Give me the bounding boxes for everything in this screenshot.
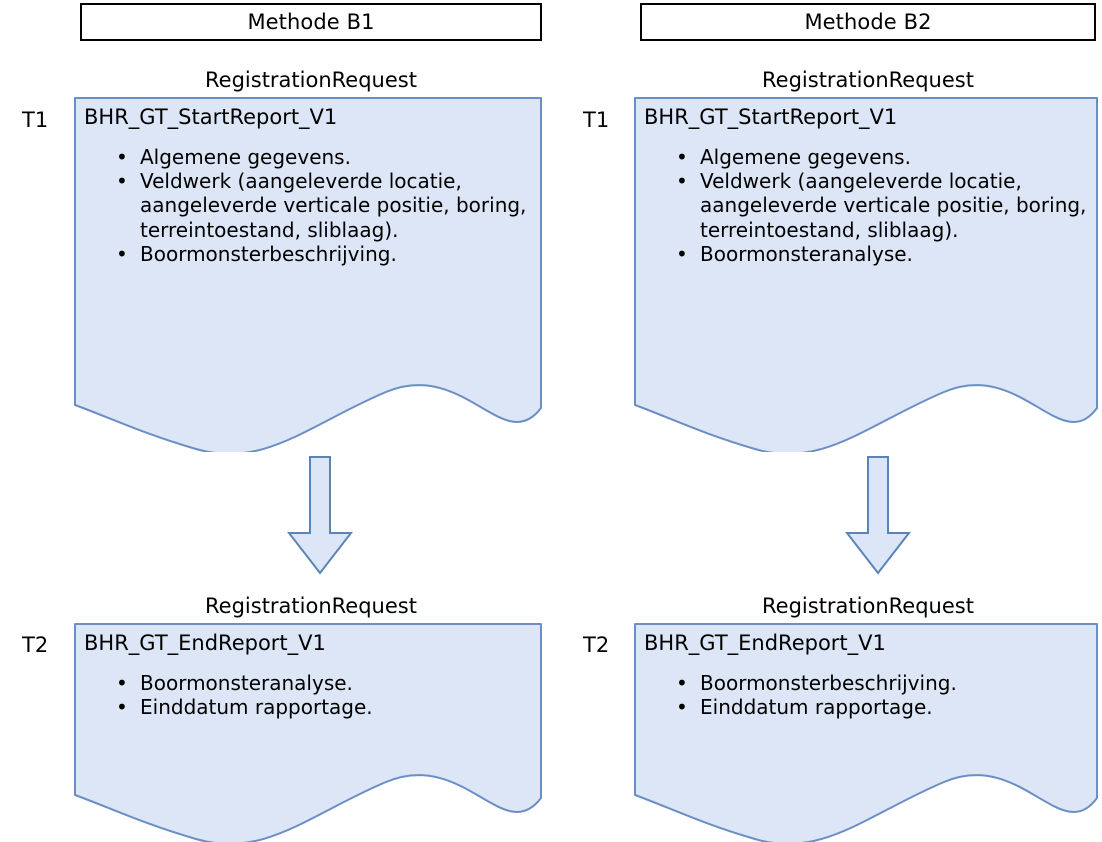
document-shape-b2-t2: BHR_GT_EndReport_V1 • Boormonsterbeschri…: [634, 623, 1098, 842]
time-label-b2-t1: T1: [583, 108, 610, 132]
document-title-b2-t1: BHR_GT_StartReport_V1: [644, 105, 898, 129]
list-item: • Einddatum rapportage.: [676, 695, 1090, 719]
list-item: • Boormonsterbeschrijving.: [116, 242, 534, 267]
list-item: • Boormonsteranalyse.: [116, 670, 534, 695]
list-item-label: Veldwerk (aangeleverde locatie, aangelev…: [140, 169, 527, 242]
list-item-label: Boormonsterbeschrijving.: [700, 670, 957, 695]
document-item-list-b2-t1: • Algemene gegevens. • Veldwerk (aangele…: [644, 145, 1090, 267]
list-item: • Einddatum rapportage.: [116, 695, 534, 719]
method-header-b1-label: Methode B1: [247, 9, 375, 34]
bullet-icon: •: [116, 242, 128, 267]
document-shape-b1-t2: BHR_GT_EndReport_V1 • Boormonsteranalyse…: [74, 623, 542, 842]
document-wave-outline-b1-t2: [74, 623, 542, 842]
document-caption-b1-t2: RegistrationRequest: [205, 594, 417, 618]
bullet-icon: •: [676, 695, 688, 719]
list-item: • Boormonsteranalyse.: [676, 242, 1090, 267]
document-title-b1-t2: BHR_GT_EndReport_V1: [84, 631, 326, 655]
document-shape-b1-t1: BHR_GT_StartReport_V1 • Algemene gegeven…: [74, 97, 542, 452]
bullet-icon: •: [116, 695, 128, 719]
bullet-icon: •: [676, 670, 688, 695]
document-title-b2-t2: BHR_GT_EndReport_V1: [644, 631, 886, 655]
list-item: • Boormonsterbeschrijving.: [676, 670, 1090, 695]
document-content-b1-t2: BHR_GT_EndReport_V1 • Boormonsteranalyse…: [74, 623, 542, 719]
list-item-label: Boormonsteranalyse.: [700, 242, 913, 267]
method-header-b1: Methode B1: [80, 3, 542, 41]
document-caption-b1-t1: RegistrationRequest: [205, 68, 417, 92]
list-item-label: Boormonsterbeschrijving.: [140, 242, 397, 267]
time-label-b2-t2: T2: [583, 633, 610, 657]
list-item-label: Algemene gegevens.: [140, 144, 351, 169]
time-label-b1-t2: T2: [22, 633, 49, 657]
document-content-b2-t1: BHR_GT_StartReport_V1 • Algemene gegeven…: [634, 97, 1098, 267]
bullet-icon: •: [116, 144, 128, 169]
list-item: • Veldwerk (aangeleverde locatie, aangel…: [116, 169, 534, 242]
bullet-icon: •: [676, 242, 688, 267]
document-shape-b2-t1: BHR_GT_StartReport_V1 • Algemene gegeven…: [634, 97, 1098, 452]
time-label-b1-t1: T1: [22, 108, 49, 132]
document-item-list-b2-t2: • Boormonsterbeschrijving. • Einddatum r…: [644, 671, 1090, 720]
list-item-label: Algemene gegevens.: [700, 144, 911, 169]
bullet-icon: •: [676, 144, 688, 169]
list-item: • Veldwerk (aangeleverde locatie, aangel…: [676, 169, 1090, 242]
document-wave-outline-b2-t2: [634, 623, 1098, 842]
list-item: • Algemene gegevens.: [116, 144, 534, 169]
down-arrow-icon-b1: [287, 455, 353, 575]
bullet-icon: •: [116, 169, 128, 193]
list-item: • Algemene gegevens.: [676, 144, 1090, 169]
list-item-label: Einddatum rapportage.: [700, 695, 933, 719]
document-content-b2-t2: BHR_GT_EndReport_V1 • Boormonsterbeschri…: [634, 623, 1098, 719]
method-header-b2-label: Methode B2: [804, 9, 932, 34]
document-caption-b2-t2: RegistrationRequest: [762, 594, 974, 618]
document-item-list-b1-t2: • Boormonsteranalyse. • Einddatum rappor…: [84, 671, 534, 720]
document-caption-b2-t1: RegistrationRequest: [762, 68, 974, 92]
method-header-b2: Methode B2: [640, 3, 1096, 41]
bullet-icon: •: [116, 670, 128, 695]
list-item-label: Boormonsteranalyse.: [140, 670, 353, 695]
bullet-icon: •: [676, 169, 688, 193]
down-arrow-icon-b2: [845, 455, 911, 575]
list-item-label: Einddatum rapportage.: [140, 695, 373, 719]
down-arrow-shape-b1: [287, 456, 353, 575]
down-arrow-shape-b2: [845, 456, 911, 575]
list-item-label: Veldwerk (aangeleverde locatie, aangelev…: [700, 169, 1087, 242]
document-wave-outline-b2-t1: [634, 97, 1098, 452]
document-content-b1-t1: BHR_GT_StartReport_V1 • Algemene gegeven…: [74, 97, 542, 267]
document-wave-outline-b1-t1: [74, 97, 542, 452]
document-item-list-b1-t1: • Algemene gegevens. • Veldwerk (aangele…: [84, 145, 534, 267]
document-title-b1-t1: BHR_GT_StartReport_V1: [84, 105, 338, 129]
